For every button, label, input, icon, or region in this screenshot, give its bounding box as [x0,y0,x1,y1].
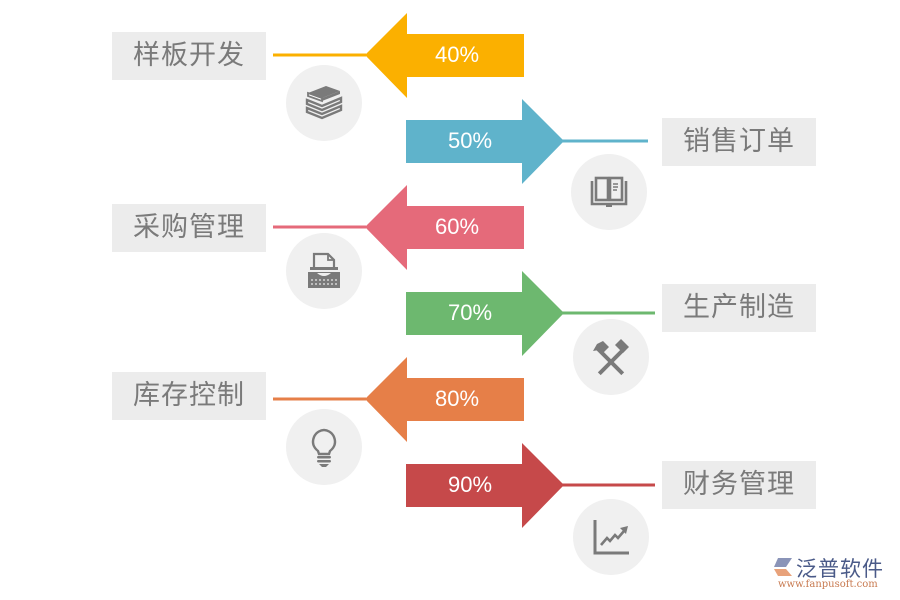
category-label: 采购管理 [112,204,266,252]
percent-label: 90% [447,472,493,497]
percent-label: 50% [447,128,493,153]
lightbulb-icon [311,428,337,467]
icon-circle [286,233,362,309]
arrow-row-3 [273,185,524,270]
icon-circle [571,154,647,230]
arrow-row-2 [406,99,648,184]
percent-label: 60% [434,214,480,239]
arrow-row-5 [273,357,524,442]
open-book-icon [590,176,628,207]
arrow-row-1 [273,13,524,98]
percent-label: 70% [447,300,493,325]
typewriter-icon [308,252,340,288]
icon-circle [286,65,362,141]
logo-mark-icon [774,558,792,576]
icon-circle [286,409,362,485]
icon-circle [573,319,649,395]
arrow-row-6 [406,443,655,528]
category-label: 财务管理 [662,461,816,509]
crossed-hammers-icon [593,339,629,376]
percent-label: 40% [434,42,480,67]
category-label: 库存控制 [112,372,266,420]
arrow-row-4 [406,271,655,356]
percent-label: 80% [434,386,480,411]
books-icon [305,86,343,120]
icon-circle [573,499,649,575]
brand-logo: 泛普软件 www.fanpusoft.com [770,553,895,593]
logo-url: www.fanpusoft.com [778,579,878,590]
logo-name: 泛普软件 [796,557,884,581]
category-label: 生产制造 [662,284,816,332]
trend-chart-icon [593,520,629,555]
category-label: 销售订单 [662,118,816,166]
category-label: 样板开发 [112,32,266,80]
